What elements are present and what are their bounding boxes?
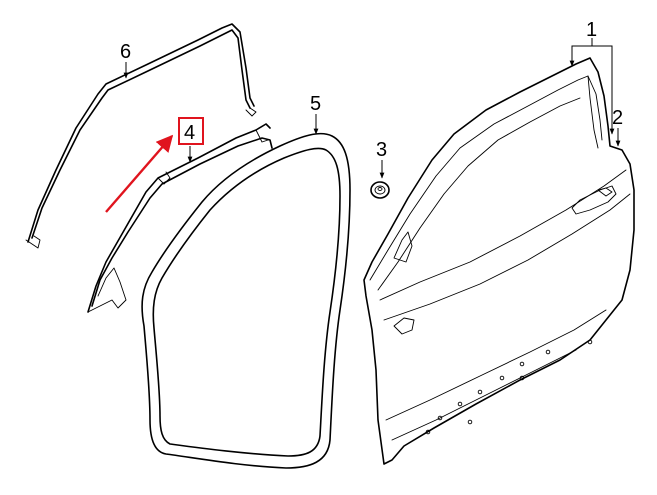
part-1-door-shell <box>363 57 635 465</box>
part-5-door-seal <box>141 132 351 469</box>
red-highlight-box <box>178 117 204 145</box>
red-arrow <box>105 134 174 213</box>
callout-6: 6 <box>120 41 131 63</box>
callout-3: 3 <box>376 139 387 161</box>
part-4-belt-molding <box>87 123 273 313</box>
callout-5: 5 <box>310 93 321 115</box>
callout-1: 1 <box>586 19 597 41</box>
part-3-grommet <box>370 181 390 199</box>
part-6-window-trim <box>25 23 257 249</box>
highlight-part-4 <box>105 117 204 213</box>
leader-lines <box>123 38 621 179</box>
callout-4: 4 <box>184 122 195 144</box>
callout-2: 2 <box>612 107 623 129</box>
